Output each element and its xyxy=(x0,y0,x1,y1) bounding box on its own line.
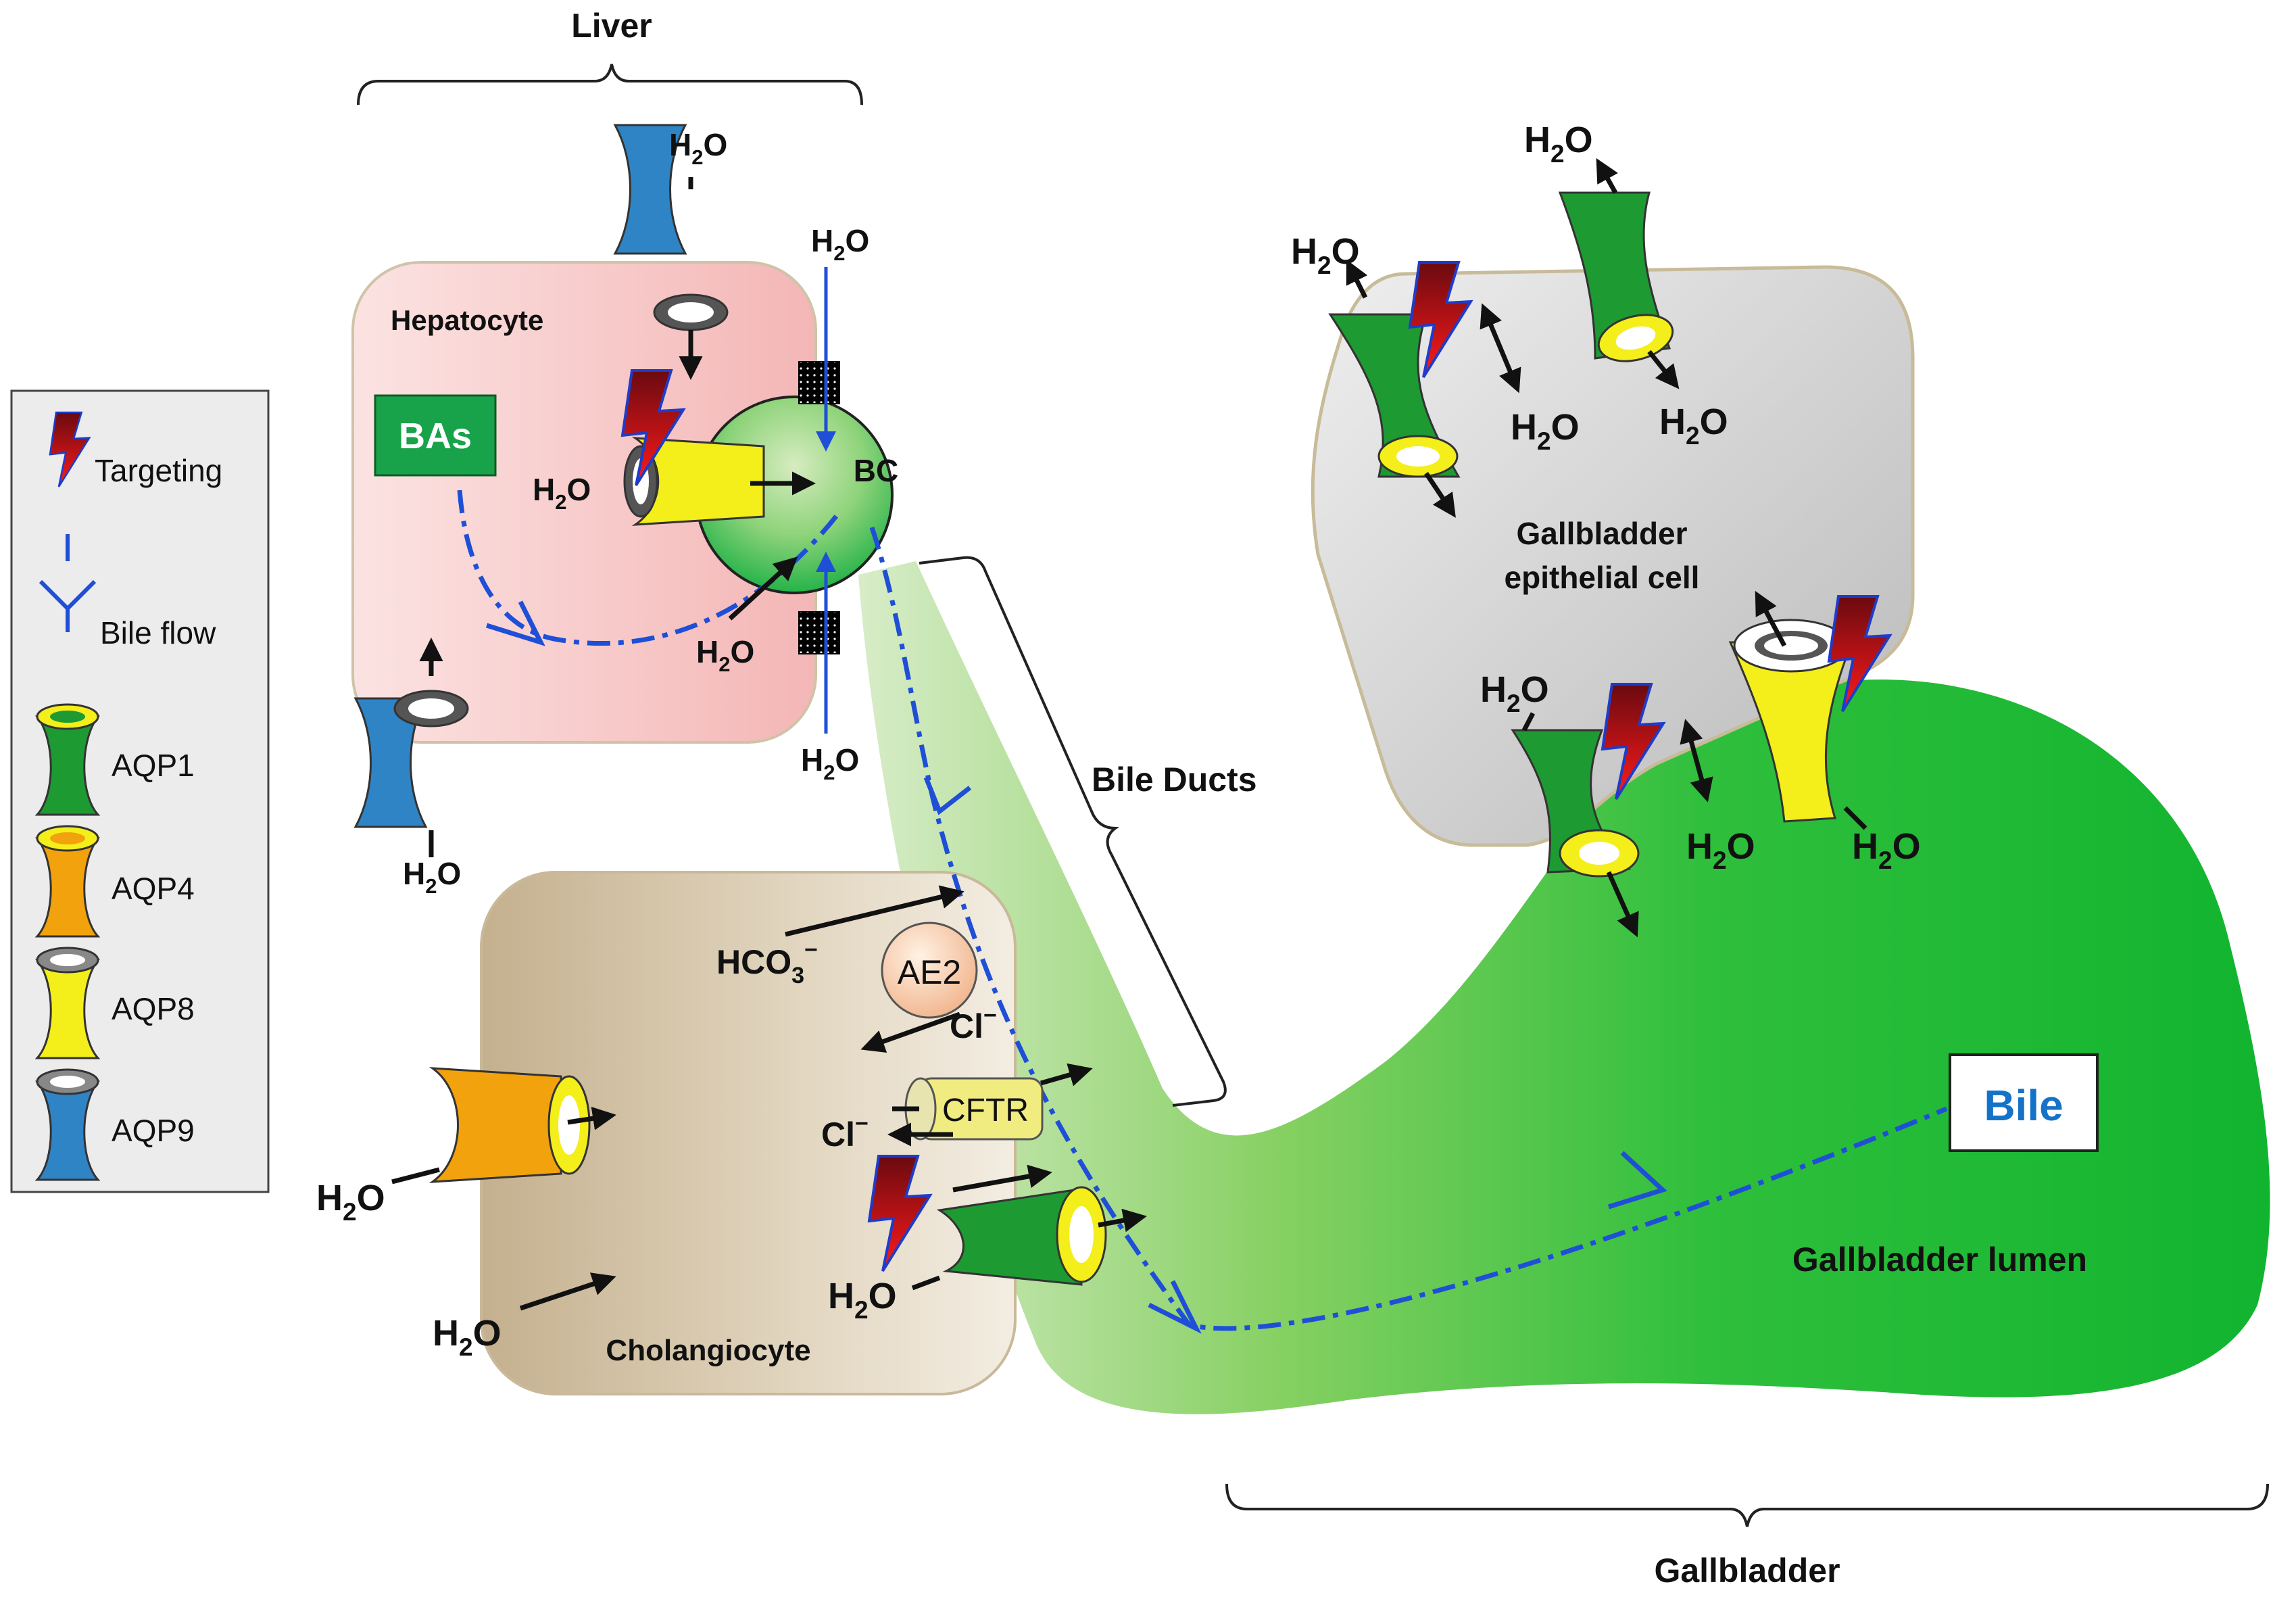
legend-bile-flow-icon xyxy=(39,534,97,632)
hepatocyte-label: Hepatocyte xyxy=(391,304,543,336)
gallbladder-lumen-label: Gallbladder lumen xyxy=(1792,1241,2087,1279)
legend: Targeting Bile flow AQP1 AQP4 AQP8 xyxy=(34,411,222,1181)
water-label: H2O xyxy=(1686,826,1755,874)
bidirectional-arrows xyxy=(1480,303,1713,803)
legend-aqp1-label: AQP1 xyxy=(112,748,195,783)
ae2-exchanger xyxy=(881,922,978,1019)
gb-epithelial-label-line1: Gallbladder xyxy=(1516,516,1687,551)
aqp4-channel xyxy=(429,1067,591,1183)
ae2-label: AE2 xyxy=(898,953,962,991)
aqp9-channel-bottom xyxy=(354,690,469,828)
water-labels: H2O H2O H2O H2O H2O H2O H2O H2O H2O H2O H2O H2O H2O H… xyxy=(316,120,1921,1361)
cftr-label: CFTR xyxy=(942,1093,1029,1128)
legend-aqp4-icon xyxy=(34,825,101,938)
water-label: H2O xyxy=(1291,231,1360,279)
transport-arrows xyxy=(419,158,1787,1311)
aqp1-channel-gb-top xyxy=(1558,191,1674,362)
liver-bracket xyxy=(357,64,863,105)
water-label: H2O xyxy=(801,742,859,784)
aqp1-channel-gb-left xyxy=(1328,313,1461,478)
connector-lines xyxy=(391,177,1867,1291)
cholangiocyte-label: Cholangiocyte xyxy=(606,1334,810,1367)
water-label: H2O xyxy=(316,1178,385,1226)
legend-targeting-label: Targeting xyxy=(95,453,222,488)
legend-aqp1-icon xyxy=(34,703,101,816)
water-label: H2O xyxy=(403,856,461,898)
bile-flow-arrowheads xyxy=(485,600,1667,1334)
gallbladder-bracket xyxy=(1225,1483,2269,1527)
water-label: H2O xyxy=(811,223,869,265)
liver-label: Liver xyxy=(571,7,652,45)
bile-ducts-bracket xyxy=(919,556,1227,1107)
gb-epithelial-label-line2: epithelial cell xyxy=(1505,560,1700,595)
bas-label: BAs xyxy=(399,416,472,456)
water-label: H2O xyxy=(828,1276,897,1324)
bc-label: BC xyxy=(854,453,898,488)
water-label: H2O xyxy=(669,127,727,169)
bas-box xyxy=(374,394,497,477)
gallbladder-lumen xyxy=(858,561,2270,1414)
water-label: H2O xyxy=(1524,120,1593,168)
tight-junction-top xyxy=(798,361,840,404)
hco3-label: HCO3− xyxy=(716,937,818,988)
gallbladder-label: Gallbladder xyxy=(1654,1552,1840,1590)
bile-label: Bile xyxy=(1984,1081,2063,1130)
water-label: H2O xyxy=(1659,402,1728,450)
water-label: H2O xyxy=(696,634,754,676)
legend-aqp8-label: AQP8 xyxy=(112,991,195,1026)
legend-aqp9-icon xyxy=(34,1068,101,1181)
water-label: H2O xyxy=(1511,407,1580,455)
bile-ducts-label: Bile Ducts xyxy=(1092,761,1257,798)
water-label: H2O xyxy=(433,1313,502,1361)
water-label: H2O xyxy=(1852,826,1921,874)
aqp8-channel-gb xyxy=(1728,619,1854,823)
water-label: H2O xyxy=(1480,669,1549,717)
aqp8-channel-hepatocyte xyxy=(623,437,765,526)
cl-label-cftr: Cl− xyxy=(821,1111,869,1153)
cftr-channel xyxy=(904,1077,1044,1141)
water-label: H2O xyxy=(533,472,591,514)
aqp9-channel-top xyxy=(614,124,729,331)
aqp1-channel-gb-bottom xyxy=(1511,729,1640,878)
tight-junction-bottom xyxy=(798,611,840,654)
aqp1-channel-cholangiocyte xyxy=(936,1186,1107,1286)
legend-aqp8-icon xyxy=(34,947,101,1059)
legend-aqp9-label: AQP9 xyxy=(112,1113,195,1148)
legend-aqp4-label: AQP4 xyxy=(112,871,195,906)
legend-bile-flow-label: Bile flow xyxy=(100,615,216,650)
cl-label-ae2: Cl− xyxy=(950,1003,997,1045)
bile-box xyxy=(1949,1053,2099,1152)
